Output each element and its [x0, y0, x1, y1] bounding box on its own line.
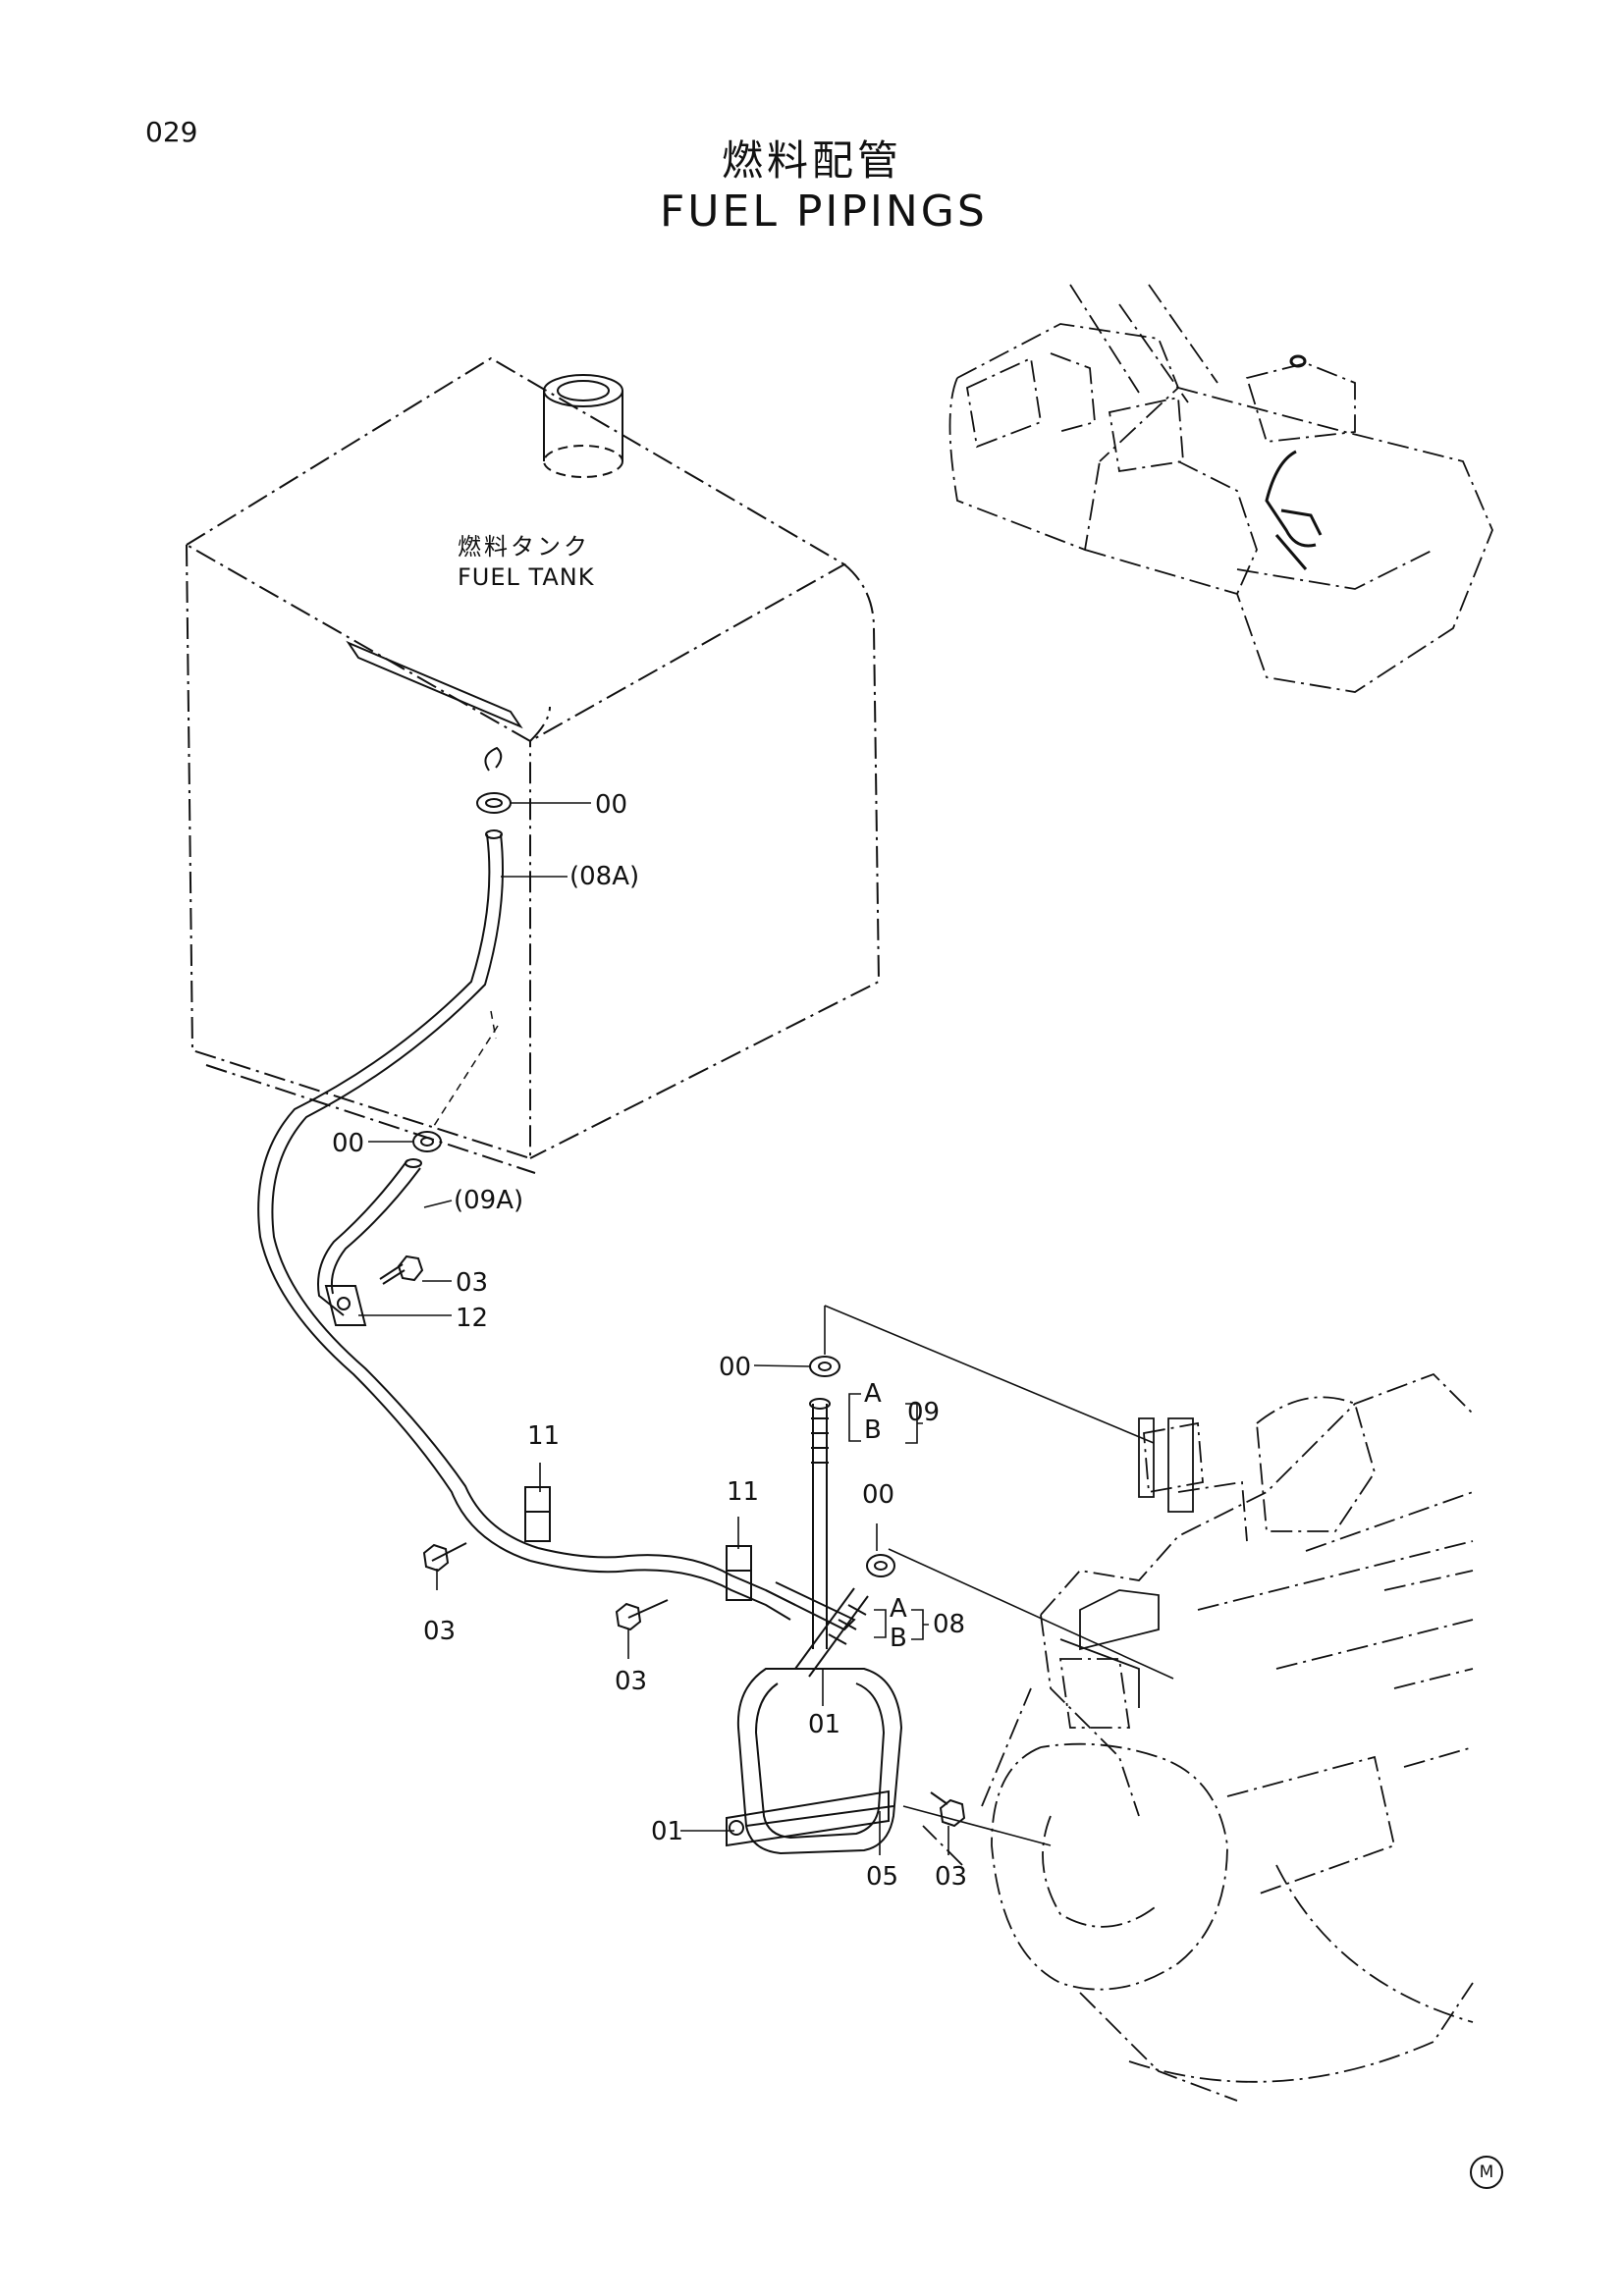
callout-11-left: 11: [527, 1421, 561, 1451]
fitting-09: [810, 1399, 830, 1649]
tank-bracket: [349, 643, 520, 726]
callout-03-right: 03: [935, 1862, 968, 1892]
tank-outlet-clip-icon: [485, 748, 501, 771]
callout-11-right: 11: [727, 1477, 760, 1507]
fitting-08: [795, 1588, 868, 1677]
title-japanese: 燃料配管: [722, 136, 903, 185]
hose-09a: [318, 1159, 421, 1315]
hose-clip-00-right: [867, 1555, 894, 1576]
hose-clip-00-top: [477, 793, 511, 813]
connection-lines: [825, 1306, 1173, 1845]
dashed-leader-lines: [432, 1011, 498, 1129]
fuel-tank-illustration: [187, 358, 879, 1173]
hose-clip-00-engine: [810, 1357, 839, 1376]
bolt-03-mid-icon: [617, 1600, 668, 1629]
callout-03-left: 03: [423, 1617, 457, 1646]
callout-03-mid: 03: [615, 1667, 648, 1696]
callout-08-a: A: [890, 1594, 907, 1624]
bolt-03-upper-icon: [380, 1256, 422, 1284]
callout-01-left: 01: [651, 1817, 684, 1846]
clamp-11-left-icon: [525, 1487, 550, 1541]
fuel-pipe-run: [530, 1548, 854, 1629]
callout-00-engine: 00: [719, 1353, 752, 1382]
callout-08: 08: [933, 1610, 966, 1639]
fuel-tank-label-japanese: 燃料タンク: [458, 533, 590, 561]
callout-05: 05: [866, 1862, 899, 1892]
bolt-03-right-icon: [931, 1792, 964, 1826]
callout-01-top: 01: [808, 1710, 841, 1739]
callout-00-top: 00: [595, 790, 628, 820]
bolt-03-left-icon: [424, 1543, 466, 1571]
hose-08a: [258, 830, 538, 1561]
highlighted-fuel-line-overview: [1267, 356, 1321, 569]
page-number: 029: [145, 116, 198, 148]
callout-03-upper: 03: [456, 1268, 489, 1298]
callout-leaders: [358, 803, 948, 1855]
engine-illustration: [923, 1374, 1473, 2101]
callout-00-mid: 00: [332, 1129, 365, 1158]
filler-neck-icon: [544, 375, 622, 477]
clamp-11-right-icon: [727, 1546, 751, 1600]
clamp-12-icon: [326, 1286, 365, 1325]
fuel-tank-label: FUEL TANK: [458, 563, 595, 591]
callout-00-right: 00: [862, 1480, 895, 1510]
callout-08a: (08A): [569, 862, 640, 891]
manufacturer-mark: M: [1470, 2156, 1503, 2189]
excavator-overview: [950, 285, 1493, 692]
page-title: FUEL PIPINGS: [660, 187, 988, 237]
callout-09a: (09A): [454, 1186, 524, 1215]
callout-09-a: A: [864, 1379, 882, 1409]
callout-09-b: B: [864, 1415, 882, 1445]
callout-12: 12: [456, 1304, 489, 1333]
callout-08-b: B: [890, 1624, 907, 1653]
callout-09: 09: [907, 1398, 941, 1427]
engine-pump-illustration: [1060, 1418, 1193, 1708]
fuel-filter-frame: [727, 1669, 901, 1853]
hose-clip-00-mid: [413, 1132, 441, 1151]
